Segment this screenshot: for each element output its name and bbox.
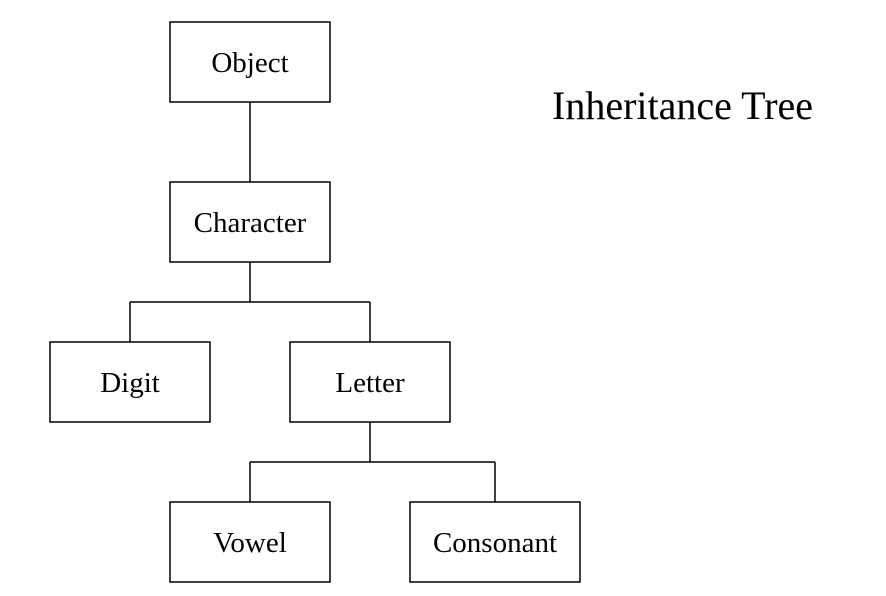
node-vowel: Vowel (169, 501, 331, 583)
node-letter: Letter (289, 341, 451, 423)
node-label-character: Character (194, 207, 307, 239)
node-box-letter (289, 341, 451, 423)
node-label-consonant: Consonant (433, 527, 557, 559)
diagram-title: Inheritance Tree (552, 83, 814, 128)
node-label-digit: Digit (100, 367, 160, 399)
node-digit: Digit (49, 341, 211, 423)
edges-layer (129, 102, 496, 502)
node-label-vowel: Vowel (213, 527, 287, 559)
node-label-object: Object (211, 47, 288, 79)
node-character: Character (169, 181, 331, 263)
node-label-letter: Letter (335, 367, 405, 399)
node-box-consonant (409, 501, 581, 583)
node-box-vowel (169, 501, 331, 583)
node-box-character (169, 181, 331, 263)
node-box-object (169, 21, 331, 103)
node-consonant: Consonant (409, 501, 581, 583)
node-box-digit (49, 341, 211, 423)
node-object: Object (169, 21, 331, 103)
